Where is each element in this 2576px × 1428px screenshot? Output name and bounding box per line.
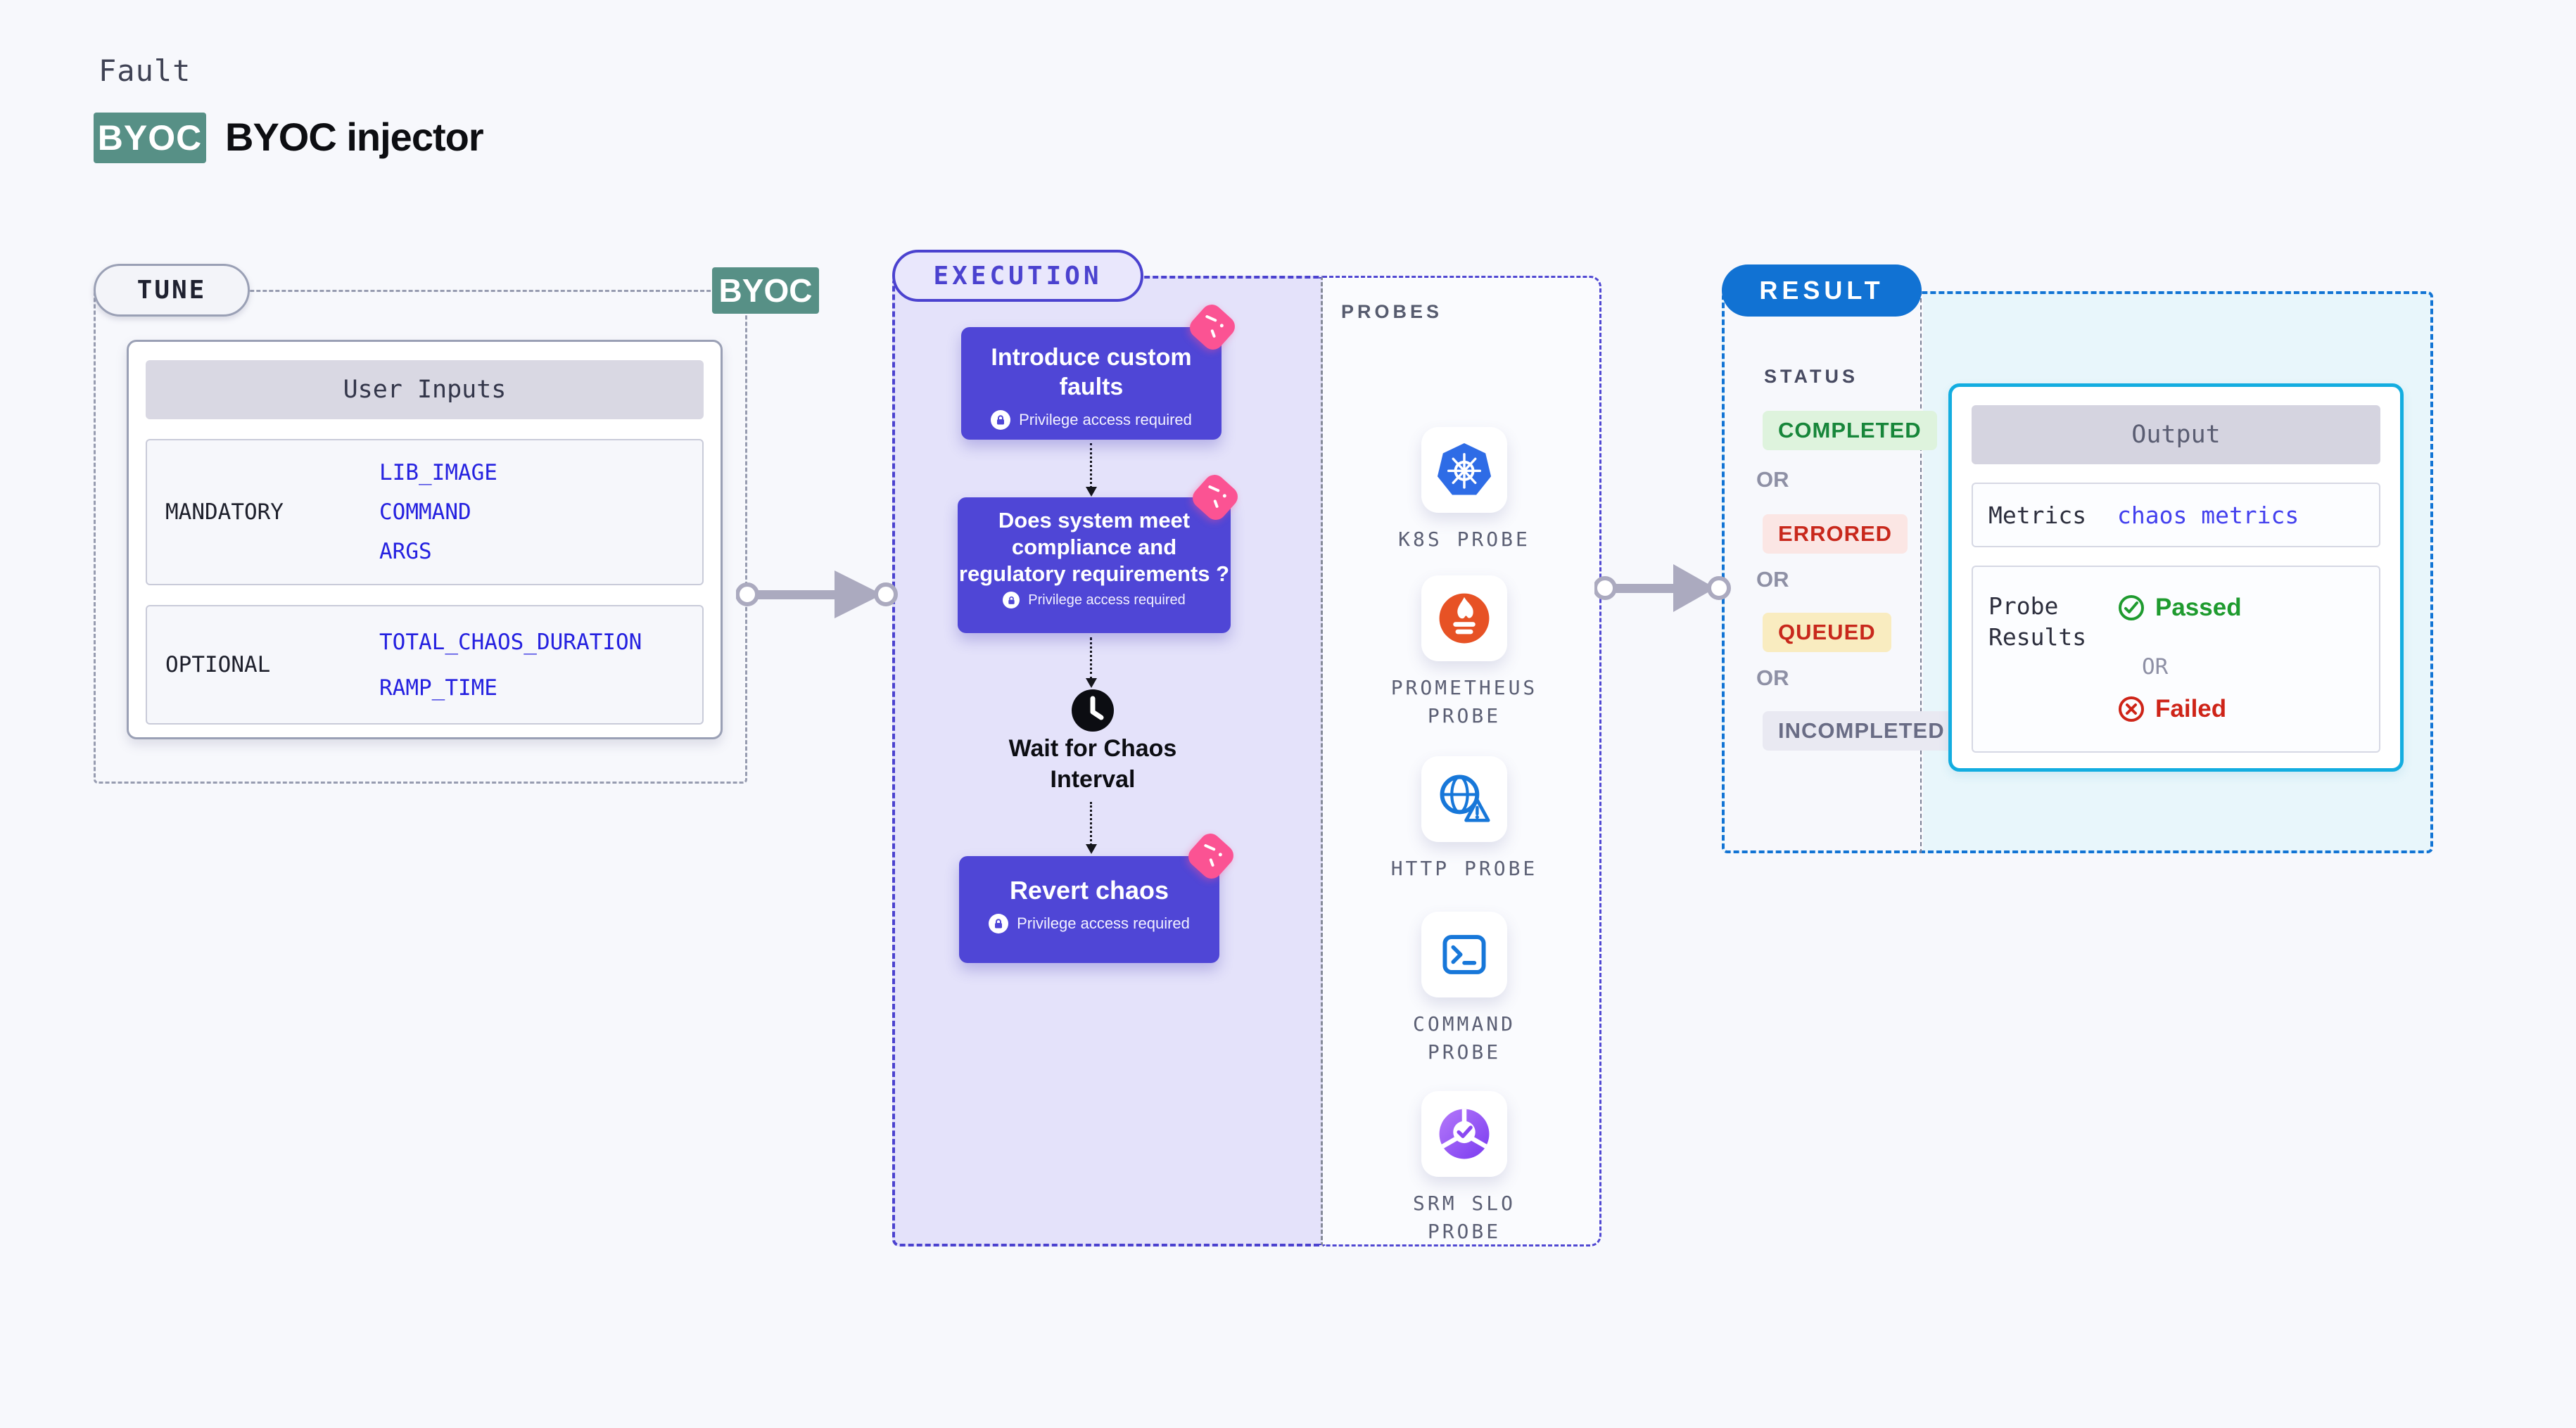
- privilege-text: Privilege access required: [1028, 592, 1186, 608]
- privilege-text: Privilege access required: [1019, 411, 1192, 428]
- kubernetes-icon: [1437, 442, 1492, 495]
- node-title: Does system meet compliance and regulato…: [958, 508, 1230, 586]
- or-label: OR: [1756, 467, 1789, 492]
- metrics-row: Metrics chaos metrics: [1972, 483, 2380, 547]
- input-value: ARGS: [379, 539, 432, 564]
- probe-label: HTTP PROBE: [1390, 857, 1538, 880]
- lock-icon: [1003, 592, 1020, 608]
- status-heading: STATUS: [1764, 366, 1858, 387]
- probe-label: SRM SLO PROBE: [1412, 1192, 1516, 1243]
- clock-icon: [1070, 688, 1115, 733]
- tune-pill: TUNE: [94, 264, 250, 317]
- prometheus-icon: [1439, 593, 1490, 644]
- status-badge-errored: ERRORED: [1763, 514, 1908, 554]
- status-badge-completed: COMPLETED: [1763, 411, 1937, 450]
- result-pill: RESULT: [1722, 264, 1922, 317]
- probe-label: K8S PROBE: [1398, 528, 1530, 551]
- probe-label: PROMETHEUS PROBE: [1390, 676, 1538, 727]
- failed-result: Failed: [2117, 695, 2226, 723]
- tune-section: [94, 290, 747, 784]
- probe-item-http: [1421, 756, 1507, 842]
- compliance-check-node: Does system meet compliance and regulato…: [958, 497, 1231, 633]
- slo-donut-check-icon: [1439, 1109, 1490, 1159]
- metrics-label: Metrics: [1988, 501, 2087, 529]
- x-circle-icon: [2119, 696, 2144, 722]
- or-label: OR: [1756, 665, 1789, 690]
- output-header: Output: [1972, 405, 2380, 464]
- result-divider: [1920, 291, 1922, 853]
- probe-item-command: [1421, 912, 1507, 997]
- failed-label: Failed: [2155, 695, 2227, 722]
- execution-pill: EXECUTION: [892, 250, 1143, 302]
- or-label: OR: [1756, 567, 1789, 592]
- user-inputs-card: User Inputs MANDATORY LIB_IMAGE COMMAND …: [127, 340, 723, 739]
- row-label: OPTIONAL: [165, 652, 271, 677]
- page-title: BYOC injector: [225, 115, 484, 159]
- user-inputs-header: User Inputs: [146, 360, 704, 419]
- node-title: Introduce custom faults: [991, 344, 1192, 400]
- step-connector: [1086, 802, 1097, 854]
- probes-heading: PROBES: [1341, 301, 1443, 322]
- probe-results-label: Probe Results: [1988, 592, 2087, 651]
- probe-label: COMMAND PROBE: [1412, 1012, 1516, 1064]
- wait-step-label: Wait for Chaos Interval: [1008, 735, 1177, 793]
- input-value: LIB_IMAGE: [379, 460, 497, 485]
- input-row-mandatory: MANDATORY LIB_IMAGE COMMAND ARGS: [146, 439, 704, 585]
- privilege-note: Privilege access required: [958, 592, 1231, 608]
- passed-result: Passed: [2117, 594, 2242, 622]
- input-value: TOTAL_CHAOS_DURATION: [379, 629, 642, 655]
- probe-item-k8s: [1421, 427, 1507, 513]
- probe-results-row: Probe Results Passed OR Failed: [1972, 566, 2380, 753]
- input-value: COMMAND: [379, 499, 471, 525]
- passed-label: Passed: [2155, 594, 2242, 621]
- lock-icon: [989, 914, 1009, 933]
- probe-item-prometheus: [1421, 575, 1507, 661]
- row-values: TOTAL_CHAOS_DURATION RAMP_TIME: [379, 606, 702, 723]
- or-label: OR: [2142, 654, 2169, 680]
- probe-item-srm-slo: [1421, 1091, 1507, 1177]
- row-label: MANDATORY: [165, 499, 284, 525]
- input-value: RAMP_TIME: [379, 675, 497, 701]
- revert-chaos-node: Revert chaos Privilege access required: [959, 856, 1219, 963]
- byoc-handoff-badge: BYOC: [712, 267, 819, 314]
- flow-arrow-tune-to-execution: [736, 570, 898, 618]
- status-badge-incompleted: INCOMPLETED: [1763, 711, 1960, 751]
- check-circle-icon: [2119, 595, 2144, 620]
- introduce-custom-faults-node: Introduce custom faults Privilege access…: [961, 327, 1222, 440]
- step-connector: [1086, 443, 1097, 497]
- privilege-text: Privilege access required: [1017, 914, 1190, 932]
- row-values: LIB_IMAGE COMMAND ARGS: [379, 440, 702, 584]
- node-title: Revert chaos: [1009, 876, 1169, 905]
- globe-alert-icon: [1440, 774, 1490, 822]
- metrics-value: chaos metrics: [2117, 501, 2299, 529]
- fault-eyebrow: Fault: [99, 53, 191, 88]
- lock-icon: [991, 410, 1011, 430]
- output-card: Output Metrics chaos metrics Probe Resul…: [1948, 383, 2404, 772]
- terminal-icon: [1442, 935, 1486, 974]
- status-badge-queued: QUEUED: [1763, 613, 1891, 652]
- byoc-badge: BYOC: [94, 113, 206, 163]
- privilege-note: Privilege access required: [959, 914, 1219, 933]
- step-connector: [1086, 637, 1097, 688]
- privilege-note: Privilege access required: [961, 410, 1222, 430]
- flow-arrow-probes-to-result: [1594, 564, 1731, 612]
- input-row-optional: OPTIONAL TOTAL_CHAOS_DURATION RAMP_TIME: [146, 605, 704, 725]
